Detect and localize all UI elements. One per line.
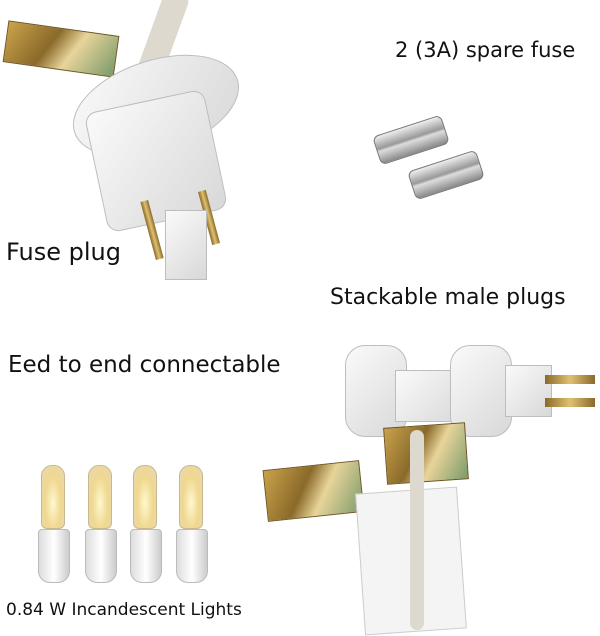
- fuse-cover: [165, 210, 207, 280]
- spare-fuse: [372, 114, 450, 166]
- stackable-plugs-label: Stackable male plugs: [330, 285, 566, 310]
- fuse-plug-label: Fuse plug: [6, 238, 121, 266]
- ul-tag: [2, 20, 120, 78]
- plug-body: [505, 365, 552, 417]
- bulbs-label: 0.84 W Incandescent Lights: [6, 600, 242, 620]
- spare-fuse: [407, 149, 485, 201]
- spare-fuse-label: 2 (3A) spare fuse: [395, 38, 576, 62]
- bulb: [38, 465, 70, 583]
- male-plug: [450, 345, 512, 437]
- end-to-end-label: Eed to end connectable: [8, 352, 281, 378]
- prong: [545, 375, 595, 384]
- bulb: [130, 465, 162, 583]
- ul-tag: [262, 460, 365, 522]
- ul-tag: [383, 422, 469, 485]
- cord: [410, 430, 424, 630]
- bulb: [176, 465, 208, 583]
- bulb: [85, 465, 117, 583]
- prong: [545, 398, 595, 407]
